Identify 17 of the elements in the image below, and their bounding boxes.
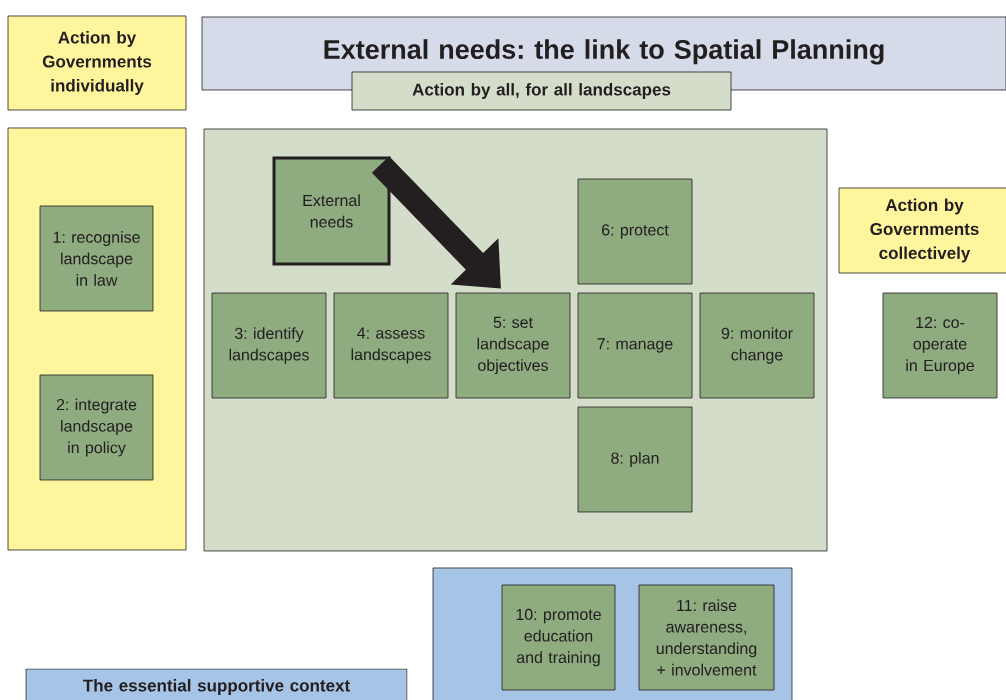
step-box: 5: set landscape objectives xyxy=(455,292,571,399)
step-box: 8: plan xyxy=(577,406,693,513)
step-box: 12: co-operate in Europe xyxy=(882,292,998,399)
step-box: 1: recognise landscape in law xyxy=(39,205,154,312)
heading-box: The essential supportive context xyxy=(25,668,408,700)
step-box: 11: raise awareness, understanding + involvement xyxy=(638,584,775,691)
step-box: 4: assess landscapes xyxy=(333,292,449,399)
step-box: 3: identify landscapes xyxy=(211,292,327,399)
heading-box: Action by all, for all landscapes xyxy=(351,71,732,111)
step-box: 6: protect xyxy=(577,178,693,285)
heading-box: Action by Governments collectively xyxy=(838,187,1006,274)
step-box: 10: promote education and training xyxy=(501,584,616,691)
heading-box: Action by Governments individually xyxy=(7,15,187,111)
step-box: 9: monitor change xyxy=(699,292,815,399)
step-box: External needs xyxy=(272,156,391,266)
step-box: 2: integrate landscape in policy xyxy=(39,374,154,481)
step-box: 7: manage xyxy=(577,292,693,399)
